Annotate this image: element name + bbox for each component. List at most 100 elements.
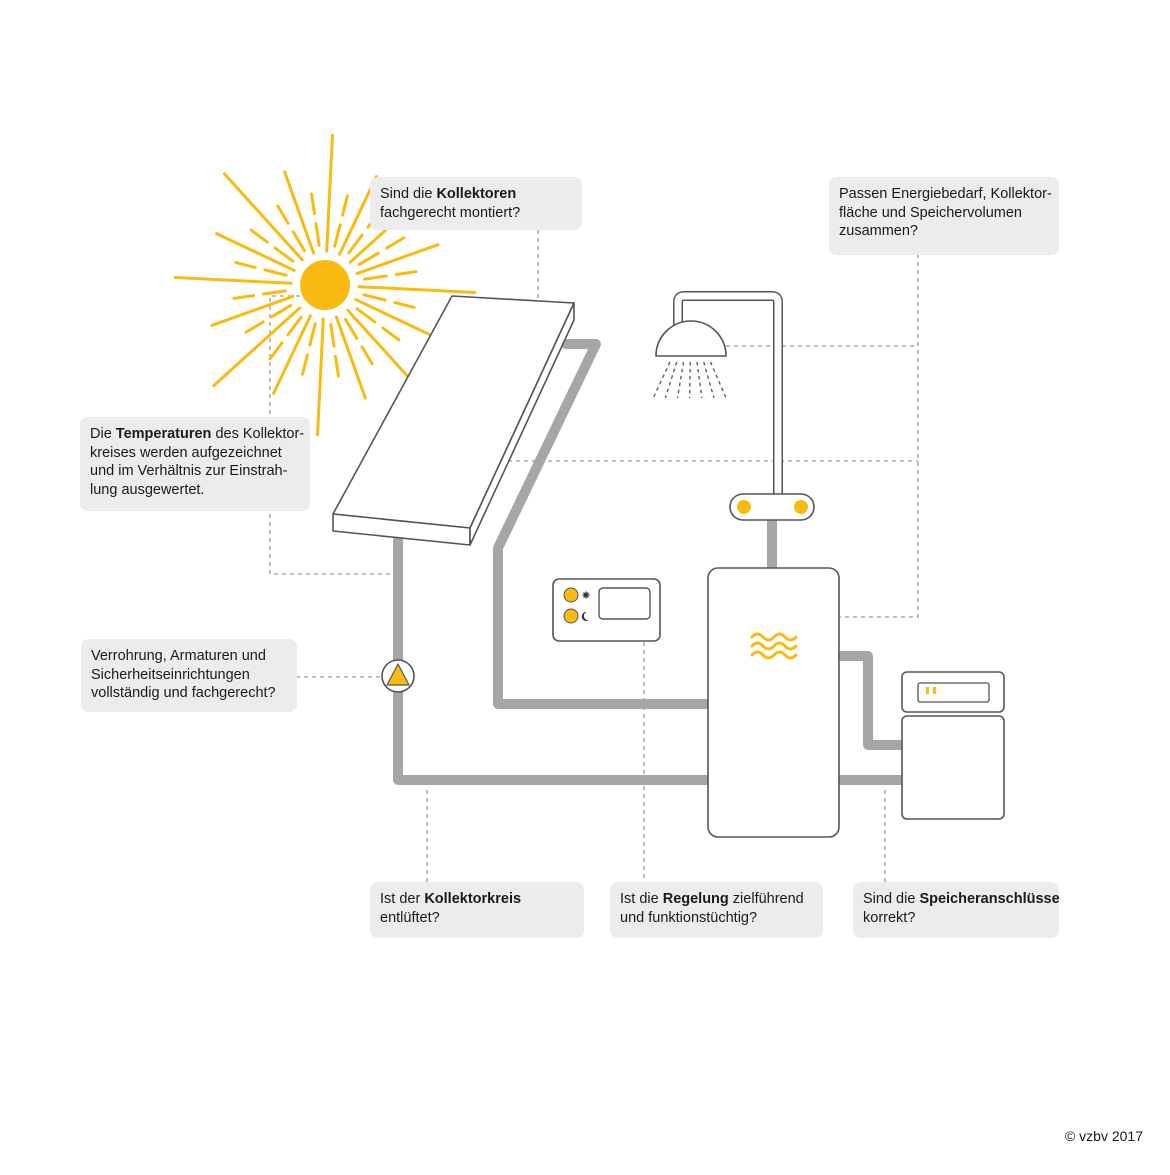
sun-ray [270,304,293,319]
collector-top [332,295,575,529]
sun-ray [357,251,380,266]
callout-text: fläche und Speichervolumen [839,204,1022,221]
pipe-flow [493,339,713,709]
callout-text: Die [90,426,116,442]
pipe-return [393,535,713,785]
shower-icon [652,291,815,521]
controller-button-sun [563,587,579,603]
sun-ray [310,192,317,216]
callout-line: lung ausgewertet. [90,481,300,500]
sun-ray [360,345,374,366]
callout-line: und im Verhältnis zur Einstrah- [90,462,300,481]
callout-line: Ist die Regelung zielführend [620,890,813,909]
callout-text: und funktionstüchtig? [620,909,758,926]
callout-emphasis: Speicheranschlüsse [919,891,1060,907]
callout-energy-match: Passen Energiebedarf, Kollektor-fläche u… [829,177,1059,255]
sun-ray [263,268,288,277]
callout-line: Passen Energiebedarf, Kollektor- [839,185,1052,204]
heater-led-2 [933,687,936,694]
callout-line: fachgerecht montiert? [380,204,572,223]
water-drop [676,361,685,399]
copyright-text: © vzbv 2017 [1064,1128,1143,1144]
water-drop [652,361,671,399]
sun-ray [272,314,312,395]
callout-line: Sicherheitseinrichtungen [91,666,287,685]
controller-moon-symbol [581,611,589,621]
callout-text: Sind die [380,186,437,202]
callout-text: korrekt? [863,909,916,926]
callout-line: fläche und Speichervolumen [839,204,1049,223]
callout-text: Verrohrung, Armaturen und [91,648,266,664]
callout-emphasis: Regelung [662,891,729,907]
sun-ray [222,172,304,262]
controller-icon [552,578,661,642]
callout-emphasis: Temperaturen [115,426,212,442]
sun-ray [329,323,336,348]
sun-ray [262,289,287,296]
solar-collector-icon [332,295,575,546]
callout-emphasis: Kollektoren [436,186,517,202]
sun-ray [308,322,317,347]
sun-ray [385,236,406,250]
shower-head [655,320,727,357]
pump-icon [381,659,415,693]
sun-ray [173,276,293,285]
sun-ray [341,194,349,217]
sun-ray [362,293,387,302]
callout-text: vollständig und fachgerecht? [91,685,276,701]
callout-line: Sind die Speicheranschlüsse [863,890,1060,909]
sun-ray [249,228,269,244]
controller-sun-symbol [582,591,590,599]
shower-mixer [729,493,815,521]
sun-ray [215,232,296,272]
callout-text: Sind die [863,891,920,907]
callout-text: Ist der [380,891,425,907]
mixer-knob-left [737,500,751,514]
callout-text: lung ausgewertet. [90,481,205,498]
sun-ray [268,341,284,361]
sun-ray [394,270,418,277]
sun-ray [334,315,367,400]
callout-text: Ist die [620,891,663,907]
callout-text: des Kollektor- [211,426,305,442]
water-drop [709,361,727,399]
callout-text: zielführend [728,891,804,907]
callout-text: und im Verhältnis zur Einstrah- [90,463,288,479]
pipes [393,339,907,785]
callout-line: korrekt? [863,909,1049,928]
sun-ray [363,274,388,281]
storage-tank-icon [707,567,840,838]
sun-ray [283,170,316,255]
sun-ray [244,320,265,334]
sun-ray [347,233,364,255]
callout-line: vollständig und fachgerecht? [91,684,287,703]
callout-line: Ist der Kollektorkreis [380,890,574,909]
water-drop [664,361,678,399]
sun-disc [300,260,350,310]
callout-line: kreises werden aufgezeichnet [90,444,300,463]
callout-line: Verrohrung, Armaturen und [91,647,287,666]
sun-ray [232,293,256,300]
leader-energy [840,254,919,618]
callout-collectors: Sind die Kollektoren fachgerecht montiert… [370,177,582,230]
sun-ray [344,317,359,340]
controller-display [598,587,651,620]
sun-ray [333,354,340,378]
callout-text: kreises werden aufgezeichnet [90,444,282,461]
sun-ray [333,223,342,248]
callout-text: Sicherheitseinrichtungen [91,666,250,683]
sun-ray [316,317,325,437]
sun-ray [355,243,440,276]
sun-ray [291,230,306,253]
water-drop [703,361,715,399]
sun-ray [210,294,295,327]
callout-line: Die Temperaturen des Kollektor- [90,425,304,444]
callout-emphasis: Kollektorkreis [424,891,522,907]
sun-ray [273,246,295,263]
sun-ray [357,285,477,294]
callout-temperatures: Die Temperaturen des Kollektor-kreises w… [80,417,310,511]
